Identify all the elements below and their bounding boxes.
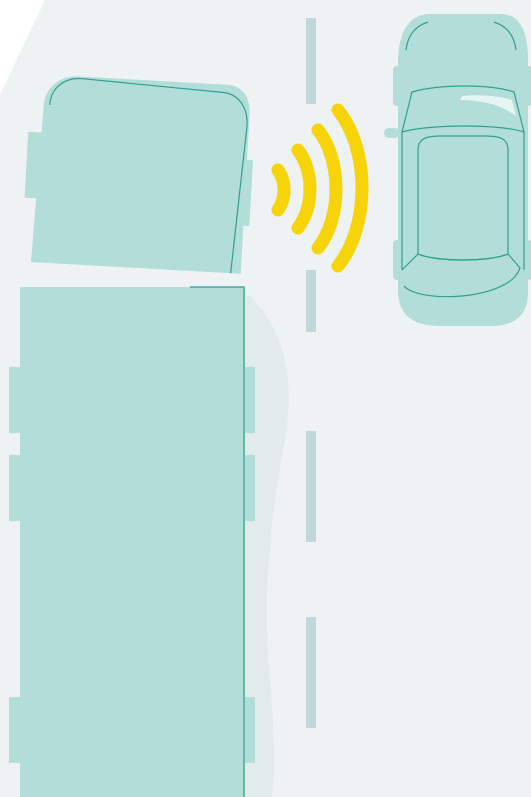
lane-dash xyxy=(306,617,316,728)
car-mirror-left xyxy=(384,128,400,138)
truck-cab-icon xyxy=(21,74,257,274)
car-top-view-icon xyxy=(384,14,531,326)
lane-dash xyxy=(306,270,316,332)
signal-wave-1 xyxy=(278,170,284,210)
lane-dash xyxy=(306,18,316,104)
trailer-body xyxy=(20,287,245,797)
lane-dash xyxy=(306,431,316,542)
cab-body xyxy=(31,74,251,273)
truck-trailer-icon xyxy=(9,287,255,797)
